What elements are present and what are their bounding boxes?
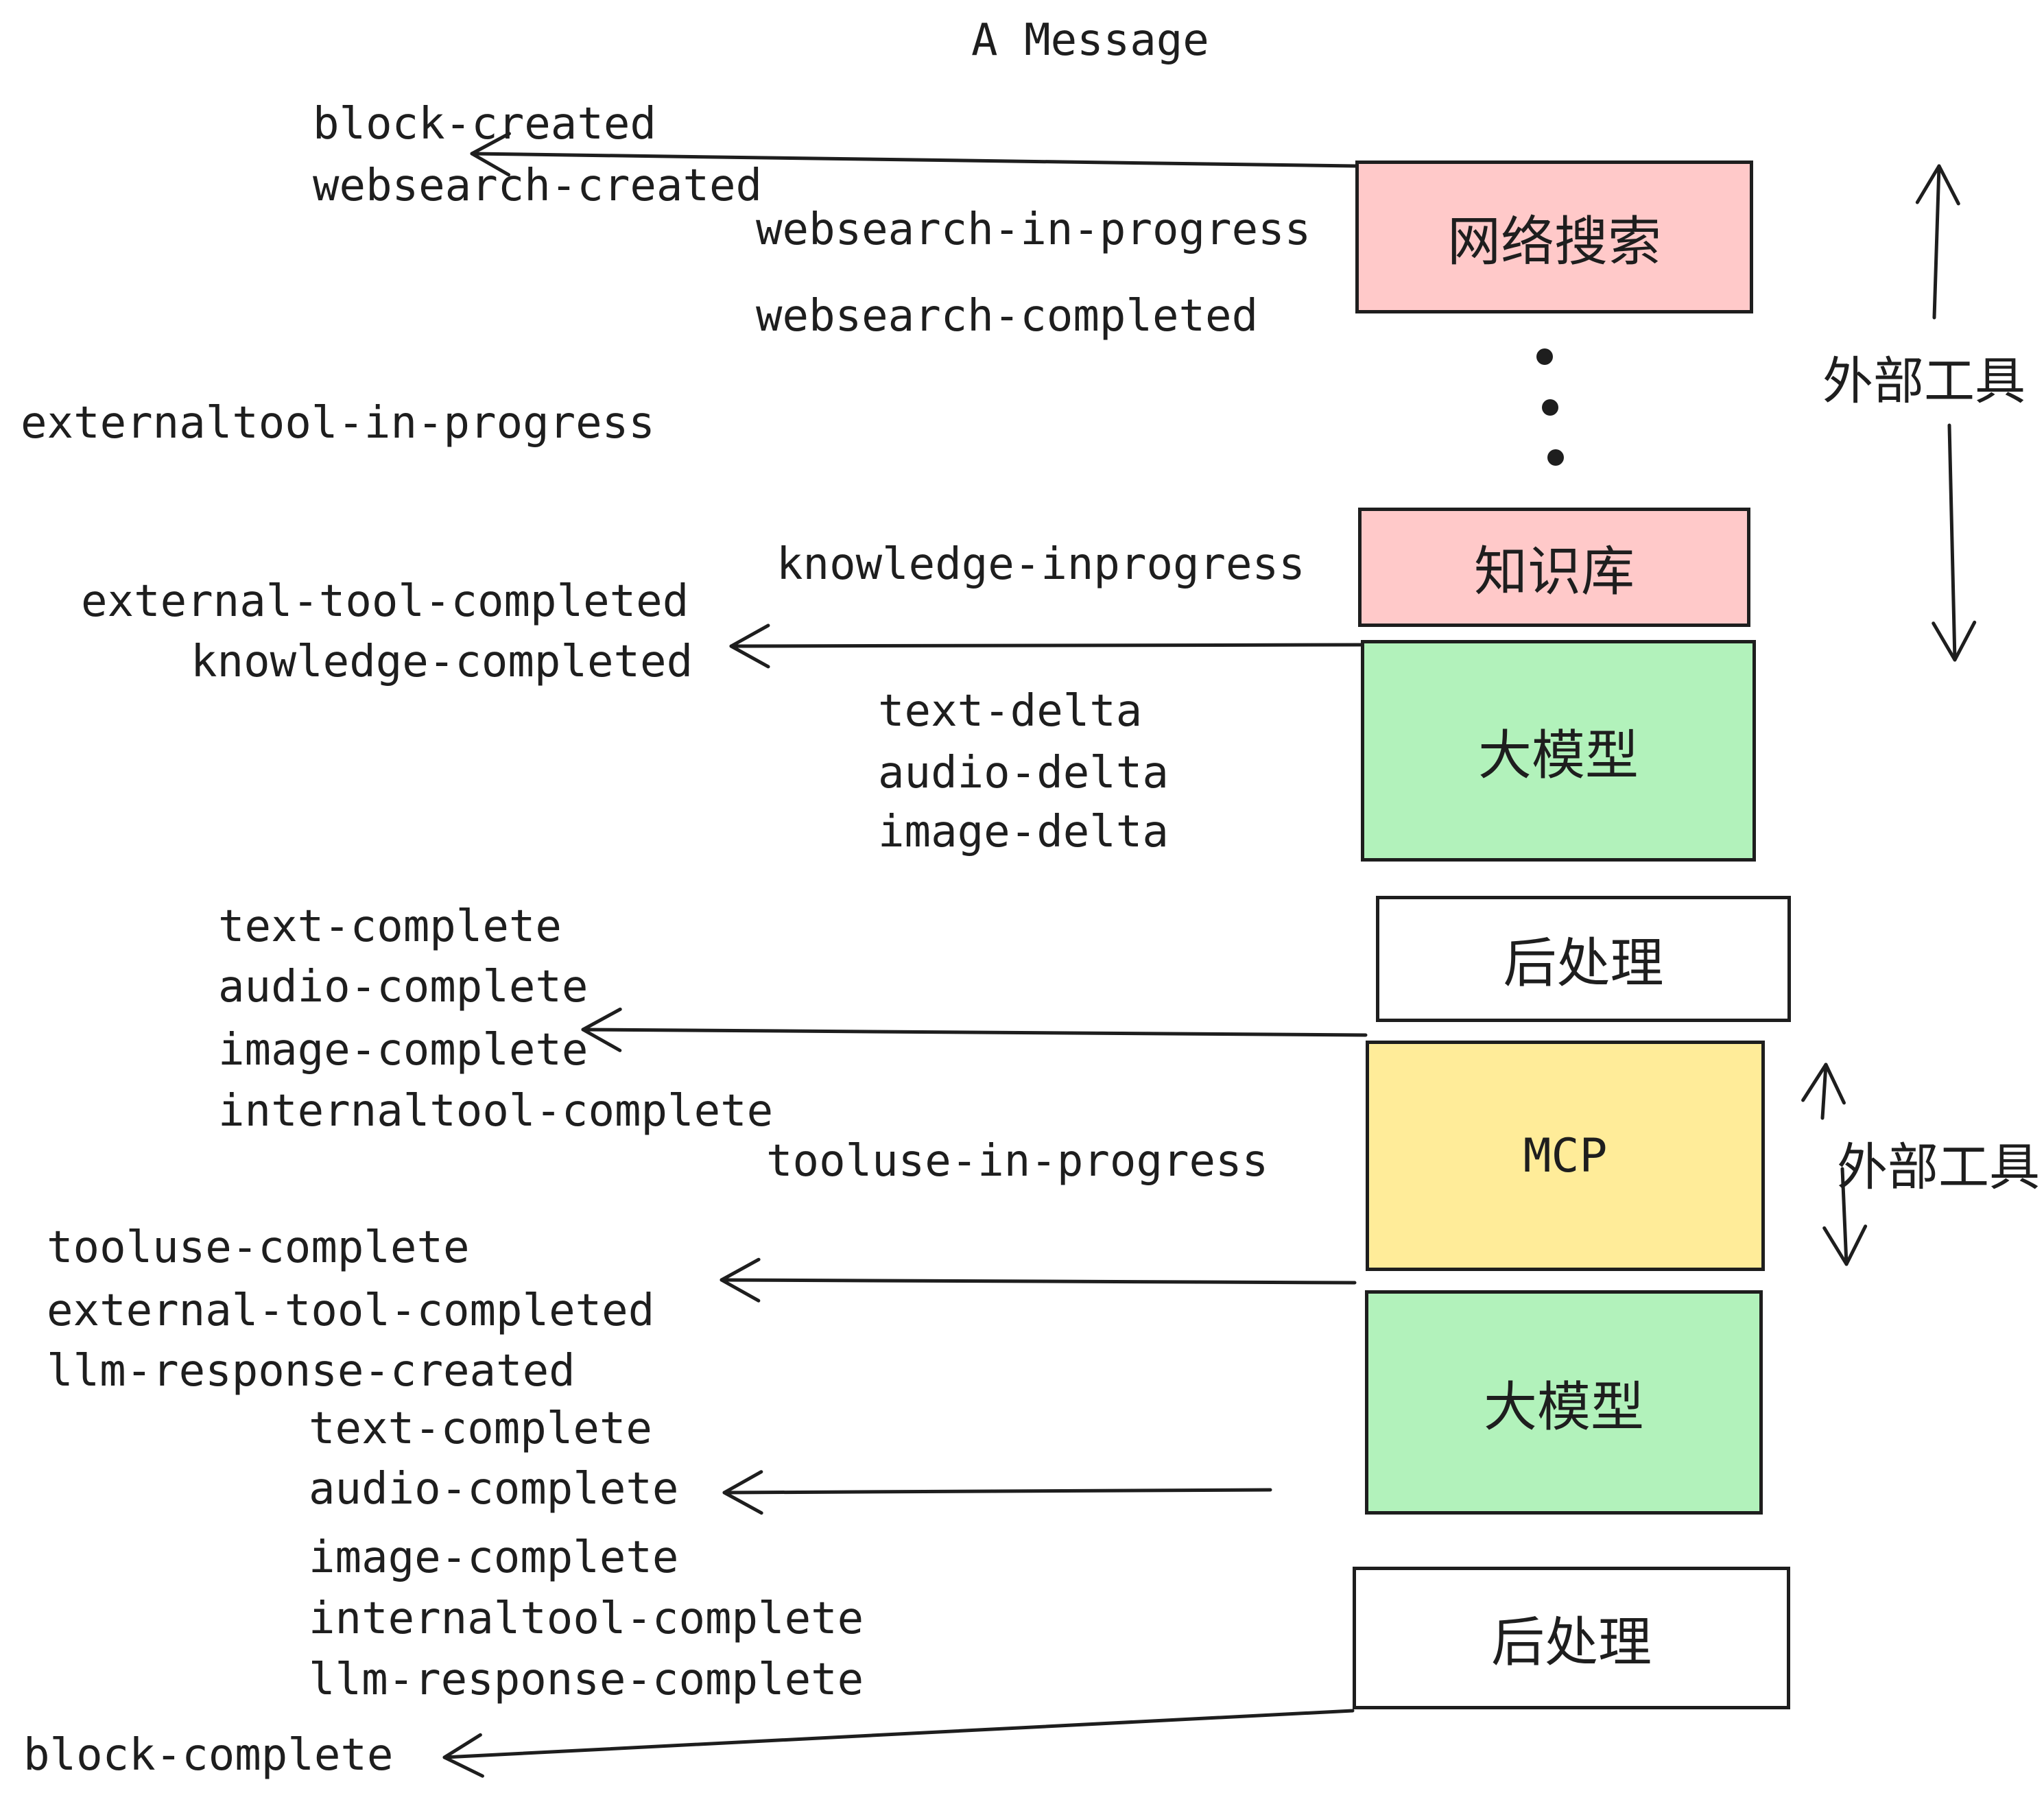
box-postprocess-bottom-label: 后处理	[1490, 1612, 1652, 1672]
box-knowledge-label: 知识库	[1473, 541, 1635, 602]
label-external-tools-bottom: 外部工具	[1837, 1139, 2040, 1196]
box-mcp-label: MCP	[1523, 1128, 1608, 1183]
arrow-external-tools-down-top	[1932, 423, 1977, 662]
event-audio-complete: audio-complete	[218, 962, 589, 1012]
event-knowledge-completed: knowledge-completed	[191, 637, 693, 687]
arrow-mcp-to-image-complete	[581, 1007, 1368, 1052]
label-external-tools-top: 外部工具	[1822, 353, 2025, 410]
event-llm-response-complete: llm-response-complete	[309, 1654, 864, 1705]
event-audio-complete-2: audio-complete	[309, 1464, 679, 1515]
event-internaltool-complete-2: internaltool-complete	[309, 1593, 864, 1644]
ellipsis-dot	[1536, 348, 1553, 365]
event-llm-response-created: llm-response-created	[47, 1346, 575, 1397]
arrow-external-tools-up-top	[1915, 164, 1960, 320]
event-block-created: block-created	[313, 99, 656, 150]
event-block-complete: block-complete	[23, 1730, 394, 1781]
event-image-complete-2: image-complete	[309, 1532, 679, 1583]
arrow-external-tools-up-bottom	[1801, 1063, 1846, 1120]
box-llm-bottom-label: 大模型	[1483, 1376, 1644, 1437]
ellipsis-dot	[1542, 399, 1558, 416]
box-llm-top: 大模型	[1361, 640, 1756, 862]
event-image-delta: image-delta	[878, 807, 1169, 857]
box-websearch: 网络搜索	[1355, 161, 1753, 313]
box-postprocess-top-label: 后处理	[1503, 933, 1664, 993]
event-text-complete: text-complete	[218, 901, 562, 952]
event-external-tool-completed-2: external-tool-completed	[47, 1285, 655, 1336]
event-websearch-created: websearch-created	[313, 161, 763, 211]
event-tooluse-in-progress: tooluse-in-progress	[766, 1136, 1269, 1187]
box-llm-top-label: 大模型	[1477, 724, 1639, 785]
event-knowledge-inprogress: knowledge-inprogress	[776, 539, 1305, 590]
arrow-post-to-block-complete	[442, 1709, 1355, 1778]
event-text-delta: text-delta	[878, 686, 1143, 737]
event-audio-delta: audio-delta	[878, 748, 1169, 798]
event-internaltool-complete: internaltool-complete	[218, 1086, 774, 1137]
box-websearch-label: 网络搜索	[1447, 211, 1661, 272]
box-postprocess-top: 后处理	[1376, 896, 1791, 1022]
arrow-llm-to-knowledge-completed	[729, 624, 1363, 669]
box-postprocess-bottom: 后处理	[1353, 1567, 1790, 1709]
diagram-title: A Message	[971, 15, 1209, 66]
event-websearch-completed: websearch-completed	[756, 291, 1259, 342]
arrow-llm2-to-tooluse-complete	[720, 1257, 1357, 1303]
box-mcp: MCP	[1366, 1041, 1765, 1271]
box-knowledge-base: 知识库	[1358, 508, 1750, 627]
ellipsis-dot	[1547, 449, 1564, 466]
event-externaltool-in-progress: externaltool-in-progress	[21, 398, 655, 449]
event-websearch-in-progress: websearch-in-progress	[756, 204, 1311, 255]
event-tooluse-complete: tooluse-complete	[47, 1222, 470, 1273]
box-llm-bottom: 大模型	[1365, 1290, 1763, 1515]
arrow-llm2-to-audio-complete	[722, 1470, 1272, 1515]
event-external-tool-completed: external-tool-completed	[81, 576, 689, 627]
event-image-complete: image-complete	[218, 1025, 589, 1076]
event-text-complete-2: text-complete	[309, 1403, 652, 1454]
